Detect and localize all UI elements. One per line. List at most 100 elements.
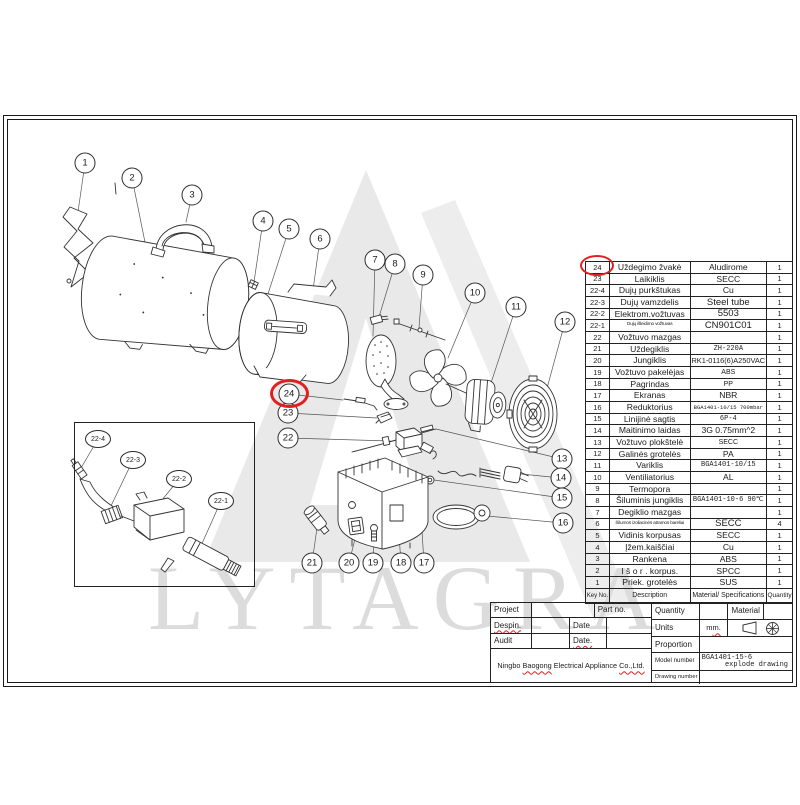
cell-spec: PP bbox=[690, 378, 768, 391]
cell-qty: 1 bbox=[767, 343, 793, 356]
cell-key: 22-4 bbox=[586, 285, 610, 298]
cell-spec: Aludirome bbox=[690, 262, 768, 274]
cell-desc: Jungiklis bbox=[609, 355, 691, 368]
cell-desc: Vožtuvo pakelėjas bbox=[609, 367, 691, 379]
cell-spec: ABS bbox=[690, 367, 768, 379]
cell-spec: NBR bbox=[690, 390, 768, 403]
cell-qty: 1 bbox=[767, 355, 793, 368]
balloon-17: 17 bbox=[413, 552, 435, 574]
cell-key: 15 bbox=[586, 413, 610, 426]
cell-desc: Degiklio mazgas bbox=[609, 507, 691, 519]
cell-desc: Dujų purkštukas bbox=[609, 285, 691, 298]
cell-key: 23 bbox=[586, 273, 610, 286]
cell-key: 3 bbox=[586, 553, 610, 566]
cell-qty: 1 bbox=[767, 472, 793, 484]
cell-qty: 1 bbox=[767, 297, 793, 309]
cell-key: 22-1 bbox=[586, 320, 610, 333]
cell-qty: 1 bbox=[767, 530, 793, 543]
cell-qty: 1 bbox=[767, 308, 793, 321]
cell-desc: Pagrindas bbox=[609, 378, 691, 391]
header-material: Material/ Specifications bbox=[690, 588, 768, 604]
cell-desc: Maitinimo laidas bbox=[609, 425, 691, 438]
balloon-2: 2 bbox=[121, 167, 143, 189]
cell-key: 5 bbox=[586, 530, 610, 543]
projection-icons bbox=[728, 620, 792, 636]
balloon-5: 5 bbox=[278, 218, 300, 240]
project-label: Project bbox=[491, 603, 532, 617]
parts-table-header: Key No. Description Material/ Specificat… bbox=[586, 588, 793, 604]
cell-key: 13 bbox=[586, 437, 610, 449]
cell-key: 12 bbox=[586, 448, 610, 461]
cell-spec: BGA1401-10-6 90℃ bbox=[690, 495, 768, 508]
cell-desc: Vožtuvo mazgas bbox=[609, 332, 691, 344]
cell-key: 20 bbox=[586, 355, 610, 368]
cell-qty: 1 bbox=[767, 553, 793, 566]
date-label-1: Date bbox=[570, 618, 607, 633]
cell-desc: Laikiklis bbox=[609, 273, 691, 286]
balloon-3: 3 bbox=[181, 184, 203, 206]
project-value bbox=[532, 603, 595, 617]
cell-spec: ZH-220A bbox=[690, 343, 768, 356]
cell-qty: 1 bbox=[767, 378, 793, 391]
cell-qty: 1 bbox=[767, 425, 793, 438]
cell-qty: 1 bbox=[767, 437, 793, 449]
cell-key: 8 bbox=[586, 495, 610, 508]
cell-desc: Uždegimo žvakė bbox=[609, 262, 691, 274]
cell-spec: SECC bbox=[690, 273, 768, 286]
cell-desc: I š o r . korpus. bbox=[609, 565, 691, 578]
balloon-22-3: 22-3 bbox=[120, 451, 146, 469]
cell-key: 2 bbox=[586, 565, 610, 578]
balloon-21: 21 bbox=[301, 552, 323, 574]
audit-label: Audit bbox=[491, 634, 532, 648]
cell-spec: BGA1401-10/15 700mbar bbox=[690, 402, 768, 414]
cell-qty: 1 bbox=[767, 402, 793, 414]
drawing-number-label: Drawing number bbox=[652, 671, 700, 684]
balloon-9: 9 bbox=[412, 264, 434, 286]
balloon-11: 11 bbox=[505, 296, 527, 318]
cell-spec: SECC bbox=[690, 437, 768, 449]
units-value: m m. bbox=[700, 620, 729, 636]
cell-desc: Elektrom.vožtuvas bbox=[609, 308, 691, 321]
highlight-ellipse-table-24 bbox=[580, 255, 614, 276]
cell-spec: BGA1401-10/15 bbox=[690, 460, 768, 473]
cell-spec: 6P-4 bbox=[690, 413, 768, 426]
audit-value bbox=[532, 634, 571, 648]
balloon-8: 8 bbox=[384, 253, 406, 275]
cell-key: 16 bbox=[586, 402, 610, 414]
cell-key: 22-3 bbox=[586, 297, 610, 309]
projection-globe-icon bbox=[765, 621, 779, 635]
cell-qty: 1 bbox=[767, 332, 793, 344]
balloon-22: 22 bbox=[277, 427, 299, 449]
header-description: Description bbox=[609, 588, 691, 604]
cell-key: 9 bbox=[586, 483, 610, 496]
cell-spec: ABS bbox=[690, 553, 768, 566]
balloon-12: 12 bbox=[554, 311, 576, 333]
balloon-19: 19 bbox=[362, 552, 384, 574]
title-block-right: Quantity Material Units m m. Proportion bbox=[652, 602, 793, 684]
cell-key: 11 bbox=[586, 460, 610, 473]
cell-spec: 3G 0.75mm^2 bbox=[690, 425, 768, 438]
cell-desc: Ekranas bbox=[609, 390, 691, 403]
cell-qty: 1 bbox=[767, 320, 793, 333]
cell-desc: Uždegiklis bbox=[609, 343, 691, 356]
sheet-border-outer bbox=[3, 115, 797, 687]
balloon-14: 14 bbox=[550, 467, 572, 489]
cell-key: 21 bbox=[586, 343, 610, 356]
cell-spec: Steel tube bbox=[690, 297, 768, 309]
cell-desc: Reduktorius bbox=[609, 402, 691, 414]
cell-key: 6 bbox=[586, 518, 610, 531]
